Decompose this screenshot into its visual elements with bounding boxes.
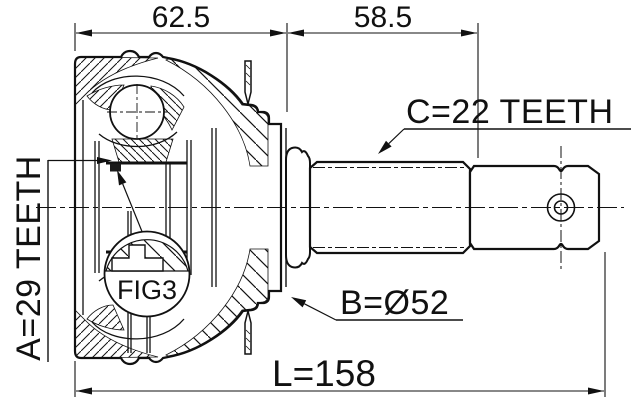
arrow-icon	[97, 157, 112, 164]
arrow-icon	[378, 140, 392, 154]
fig3-snap-ring-profile	[111, 244, 164, 272]
cage-arc	[91, 318, 185, 340]
label-outer-diameter: B=Ø52	[340, 284, 449, 322]
dimension-lines	[74, 23, 606, 397]
shaft-boss	[285, 146, 311, 269]
leader-line	[388, 128, 405, 145]
arrow-icon	[588, 387, 604, 395]
housing-band-hatch-top	[74, 56, 159, 106]
cage-arc	[91, 75, 185, 97]
fig3-leader-line	[122, 183, 144, 235]
arrow-icon	[117, 170, 127, 186]
bearing-ball	[107, 84, 168, 141]
snap-ring	[110, 163, 121, 172]
leader-line	[304, 303, 337, 321]
arrow-icon	[76, 387, 92, 395]
dimension-total-length-text: L=158	[272, 353, 376, 394]
inner-race-band	[111, 138, 174, 163]
race-wedge	[86, 304, 125, 331]
housing-wall-hatch-bottom	[165, 248, 269, 357]
arrow-icon	[291, 297, 307, 308]
label-inner-spline-teeth: A=29 TEETH	[10, 155, 48, 361]
arrow-icon	[288, 29, 304, 37]
dust-shield-hatch	[245, 64, 251, 86]
annotations: 62.5 58.5 L=158 C=22 TEETH B=Ø52 A=29 TE…	[10, 1, 631, 394]
dust-shield-hatch	[245, 329, 251, 351]
dimension-arrows	[76, 29, 604, 395]
arrow-icon	[270, 29, 286, 37]
housing-wall-hatch-top	[165, 58, 269, 167]
dimension-62-5-text: 62.5	[152, 1, 210, 34]
dimension-58-5-text: 58.5	[354, 1, 412, 34]
label-outer-spline-teeth: C=22 TEETH	[406, 93, 614, 131]
housing-band-hatch-bottom	[74, 309, 159, 359]
fig3-detail-callout: FIG3	[103, 170, 191, 318]
figure-callout-label: FIG3	[117, 275, 177, 305]
arrow-icon	[461, 29, 477, 37]
arrow-icon	[76, 29, 92, 37]
